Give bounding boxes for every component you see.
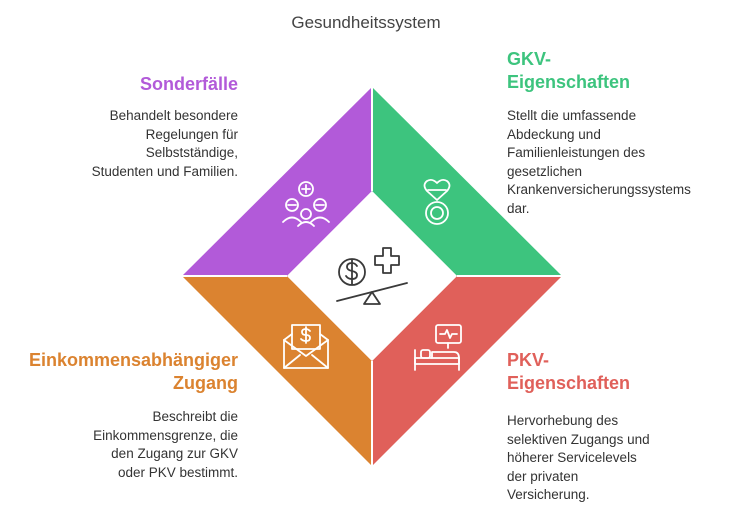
desc-sonderfaelle: Behandelt besondere Regelungen für Selbs… (91, 108, 238, 179)
quadrant-einkommen (182, 276, 372, 466)
quadrant-pkv (372, 276, 562, 466)
heart-ring-icon (423, 178, 451, 225)
money-envelope-icon (283, 324, 329, 369)
heading-sonderfaelle: Sonderfälle (139, 74, 238, 94)
desc-pkv: Hervorhebung des selektiven Zugangs und … (507, 413, 650, 502)
family-group-plus-icon (282, 181, 330, 227)
quadrant-sonderfaelle (182, 87, 372, 276)
center-diamond (287, 191, 457, 361)
desc-gkv: Stellt die umfassende Abdeckung und Fami… (507, 108, 691, 216)
dollar-health-scale-icon (336, 247, 408, 305)
quadrant-gkv (372, 87, 562, 276)
diagram-title: Gesundheitssystem (291, 13, 441, 32)
heading-einkommen: Einkommensabhängiger Zugang (28, 350, 238, 393)
heading-pkv: PKV- Eigenschaften (507, 350, 631, 393)
hospital-bed-monitor-icon (414, 324, 462, 371)
heading-gkv: GKV- Eigenschaften (507, 49, 631, 92)
desc-einkommen: Beschreibt die Einkommensgrenze, die den… (93, 409, 238, 480)
